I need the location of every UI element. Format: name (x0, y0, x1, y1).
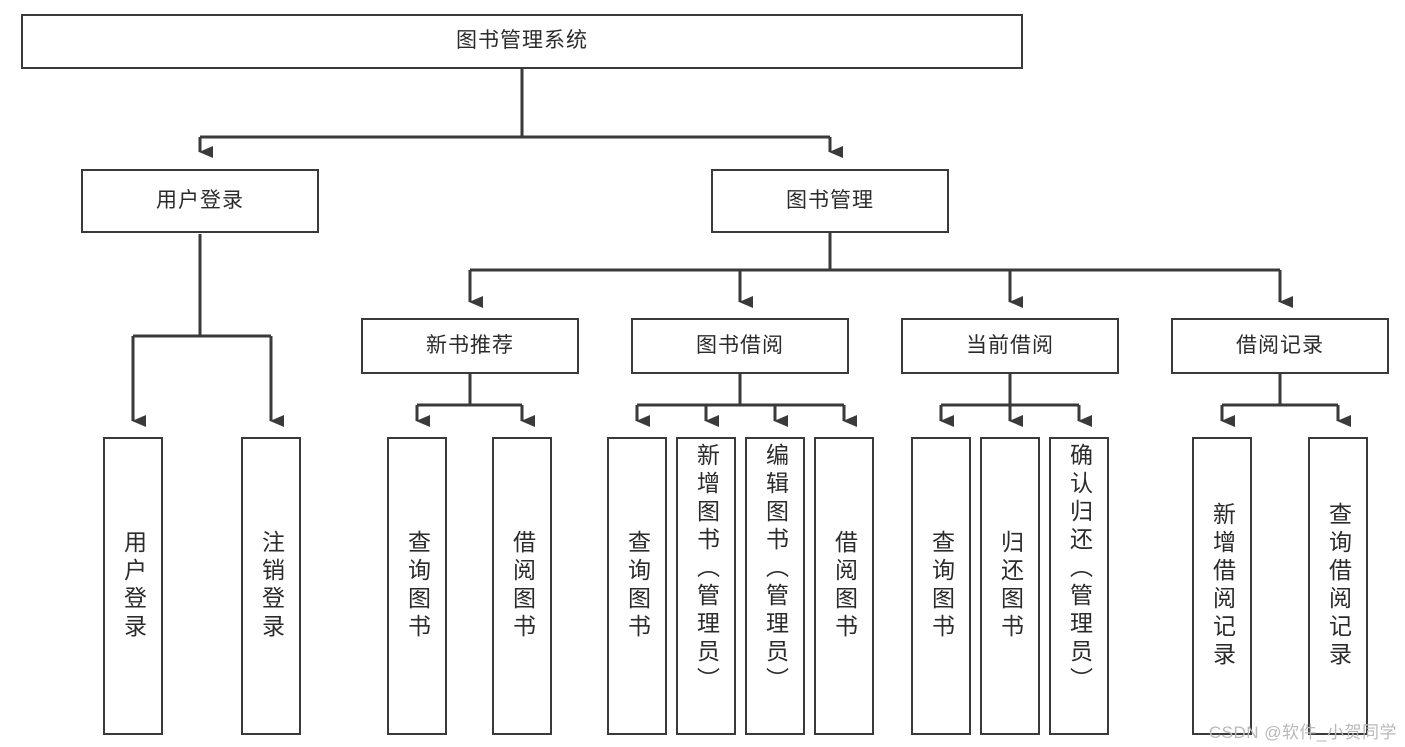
node-book-manage[interactable]: 图书管理 (711, 169, 949, 233)
node-leaf-query-book-1-label: 查询图书 (404, 530, 431, 642)
node-leaf-user-login[interactable]: 用户登录 (103, 437, 163, 735)
node-leaf-user-login-label: 用户登录 (120, 530, 147, 642)
node-leaf-query-record-label: 查询借阅记录 (1325, 502, 1352, 670)
node-leaf-add-record[interactable]: 新增借阅记录 (1192, 437, 1252, 735)
node-book-borrow[interactable]: 图书借阅 (631, 318, 849, 374)
node-leaf-user-logout-label: 注销登录 (258, 530, 285, 642)
node-new-book-recommend-label: 新书推荐 (426, 333, 514, 357)
node-leaf-query-book-1[interactable]: 查询图书 (387, 437, 447, 735)
node-current-borrow-label: 当前借阅 (966, 333, 1054, 357)
node-leaf-borrow-book-1-label: 借阅图书 (509, 530, 536, 642)
node-leaf-query-book-3-label: 查询图书 (928, 530, 955, 642)
node-book-borrow-label: 图书借阅 (696, 333, 784, 357)
node-leaf-confirm-return-label: 确认归还（管理员） (1066, 443, 1093, 695)
node-user-login-label: 用户登录 (156, 188, 244, 212)
node-new-book-recommend[interactable]: 新书推荐 (361, 318, 579, 374)
node-borrow-record-label: 借阅记录 (1236, 333, 1324, 357)
node-leaf-borrow-book-2[interactable]: 借阅图书 (814, 437, 874, 735)
node-leaf-user-logout[interactable]: 注销登录 (241, 437, 301, 735)
node-leaf-add-record-label: 新增借阅记录 (1209, 502, 1236, 670)
node-leaf-edit-book-label: 编辑图书（管理员） (762, 443, 789, 695)
node-current-borrow[interactable]: 当前借阅 (901, 318, 1119, 374)
node-root-label: 图书管理系统 (456, 29, 588, 53)
node-leaf-query-book-2-label: 查询图书 (624, 530, 651, 642)
watermark-text: CSDN @软件_小贺同学 (1208, 723, 1397, 742)
node-leaf-add-book-label: 新增图书（管理员） (693, 443, 720, 695)
node-book-manage-label: 图书管理 (786, 188, 874, 212)
node-borrow-record[interactable]: 借阅记录 (1171, 318, 1389, 374)
node-leaf-borrow-book-1[interactable]: 借阅图书 (492, 437, 552, 735)
node-leaf-confirm-return[interactable]: 确认归还（管理员） (1049, 437, 1109, 735)
node-leaf-add-book[interactable]: 新增图书（管理员） (676, 437, 736, 735)
node-root[interactable]: 图书管理系统 (21, 14, 1023, 69)
node-leaf-query-book-3[interactable]: 查询图书 (911, 437, 971, 735)
node-user-login[interactable]: 用户登录 (81, 169, 319, 233)
node-leaf-query-book-2[interactable]: 查询图书 (607, 437, 667, 735)
node-leaf-query-record[interactable]: 查询借阅记录 (1308, 437, 1368, 735)
node-leaf-return-book[interactable]: 归还图书 (980, 437, 1040, 735)
node-leaf-borrow-book-2-label: 借阅图书 (831, 530, 858, 642)
node-leaf-edit-book[interactable]: 编辑图书（管理员） (745, 437, 805, 735)
node-leaf-return-book-label: 归还图书 (997, 530, 1024, 642)
